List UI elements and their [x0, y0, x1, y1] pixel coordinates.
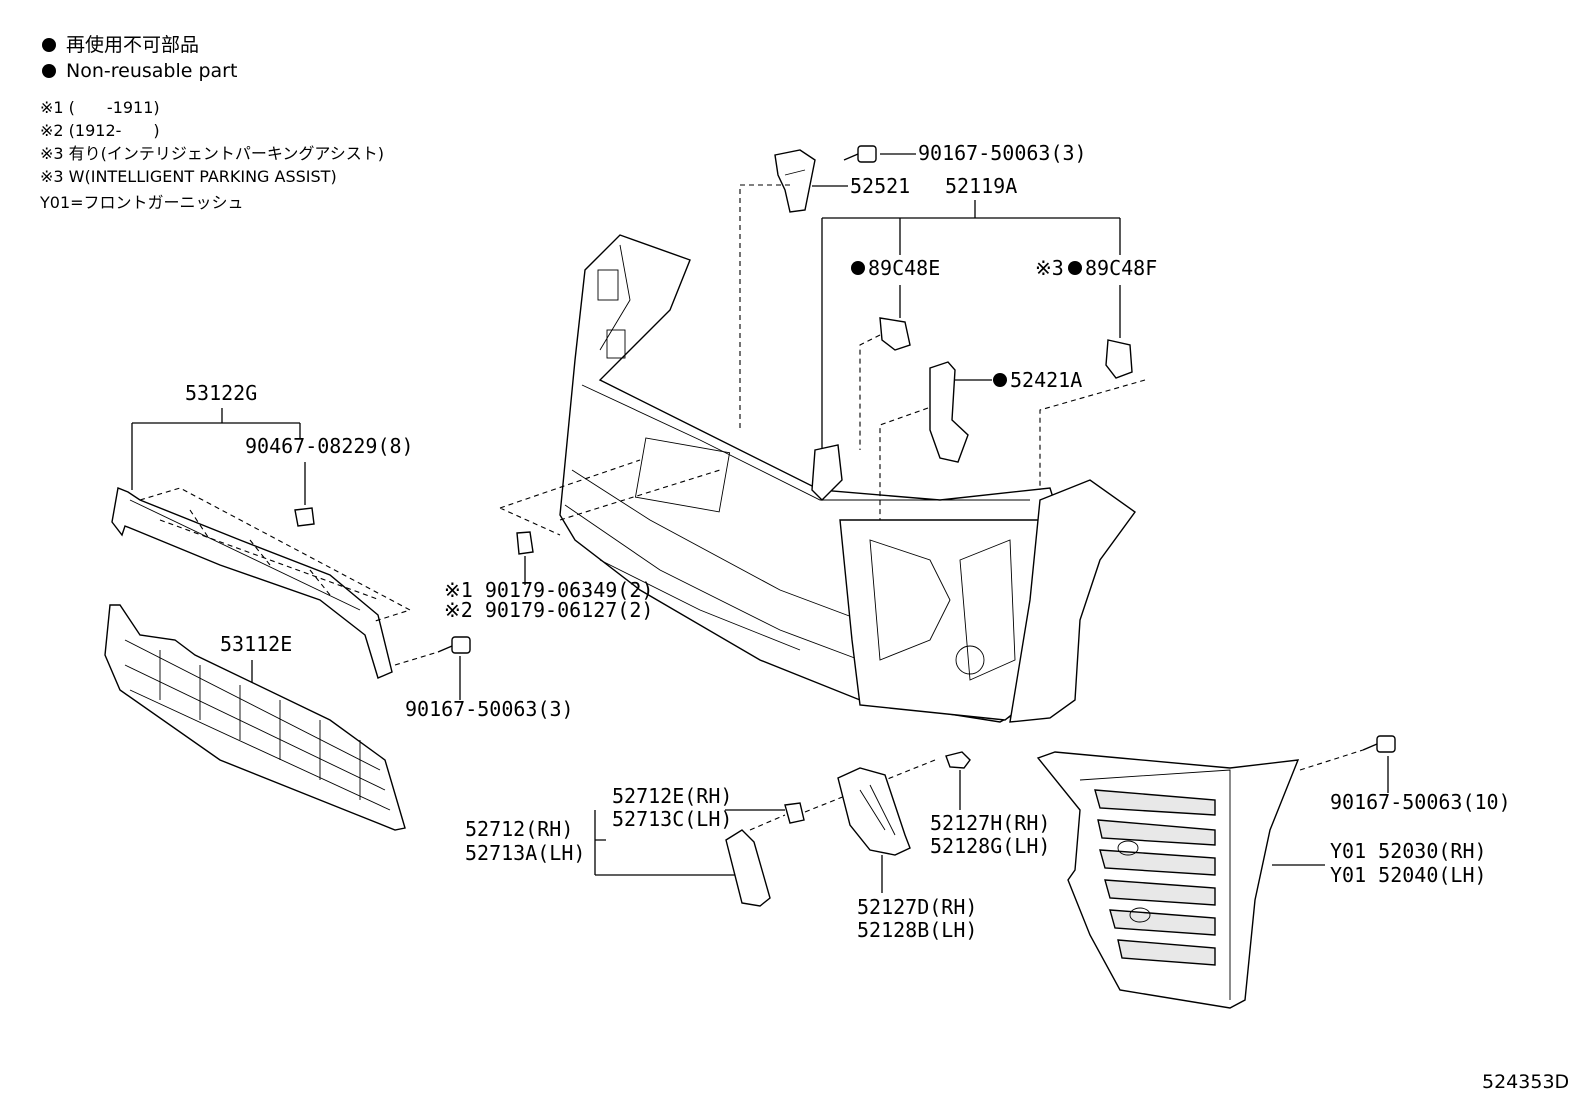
bolt-icon	[437, 636, 471, 654]
legend-dot-icon	[42, 38, 56, 52]
pad-52421A	[929, 361, 969, 463]
label-52712E: 52712E(RH)	[612, 784, 732, 808]
non-reusable-dot-icon	[851, 261, 865, 275]
label-52421A: 52421A	[1010, 368, 1082, 392]
label-90179-1: ※1 90179-06349(2)	[444, 578, 653, 602]
clip-52712E	[784, 802, 805, 824]
label-52119A: 52119A	[945, 174, 1017, 198]
clip-89C48E	[879, 317, 911, 351]
label-52521: 52521	[850, 174, 910, 198]
note-5: Y01=フロントガーニッシュ	[39, 193, 244, 212]
label-52127H: 52127H(RH)	[930, 811, 1050, 835]
label-90167-top: 90167-50063(3)	[918, 141, 1087, 165]
label-90167-right: 90167-50063(10)	[1330, 790, 1511, 814]
label-90179-2: ※2 90179-06127(2)	[444, 598, 653, 622]
label-89C48E: 89C48E	[868, 256, 940, 280]
upper-grille-53122G	[111, 487, 393, 679]
note-1: ※1 ( -1911)	[40, 98, 160, 117]
label-90167-left: 90167-50063(3)	[405, 697, 574, 721]
label-89C48F: 89C48F	[1085, 256, 1157, 280]
label-52713A: 52713A(LH)	[465, 841, 585, 865]
label-52127D: 52127D(RH)	[857, 895, 977, 919]
bolt-icon	[843, 145, 877, 163]
label-Y01-52030: Y01 52030(RH)	[1330, 839, 1487, 863]
label-89C48F-prefix: ※3	[1035, 256, 1064, 280]
diagram-id: 524353D	[1482, 1071, 1569, 1093]
bracket-52127D	[837, 767, 911, 856]
clip-52127H	[945, 751, 971, 769]
bolt-icon	[1362, 735, 1396, 753]
label-53112E: 53112E	[220, 632, 292, 656]
label-52128G: 52128G(LH)	[930, 834, 1050, 858]
lower-grille-53112E	[104, 604, 406, 831]
label-Y01-52040: Y01 52040(LH)	[1330, 863, 1487, 887]
note-3: ※3 有り(インテリジェントパーキングアシスト)	[40, 144, 384, 163]
legend-jp: 再使用不可部品	[66, 34, 199, 56]
non-reusable-dot-icon	[993, 373, 1007, 387]
front-garnish-Y01	[1036, 751, 1300, 1009]
label-90467: 90467-08229(8)	[245, 434, 414, 458]
label-52128B: 52128B(LH)	[857, 918, 977, 942]
clip-90467	[294, 507, 315, 527]
clip-89C48F	[1105, 339, 1133, 379]
legend-dot-icon	[42, 64, 56, 78]
moulding-52712	[725, 829, 771, 907]
bumper-cover	[559, 234, 1136, 723]
bracket-52521	[774, 149, 816, 213]
non-reusable-dot-icon	[1068, 261, 1082, 275]
note-4: ※3 W(INTELLIGENT PARKING ASSIST)	[40, 167, 337, 186]
note-2: ※2 (1912- )	[40, 121, 160, 140]
label-53122G: 53122G	[185, 381, 257, 405]
label-52713C: 52713C(LH)	[612, 807, 732, 831]
legend-en: Non-reusable part	[66, 60, 237, 82]
label-52712: 52712(RH)	[465, 817, 573, 841]
nut-90179	[516, 531, 534, 555]
